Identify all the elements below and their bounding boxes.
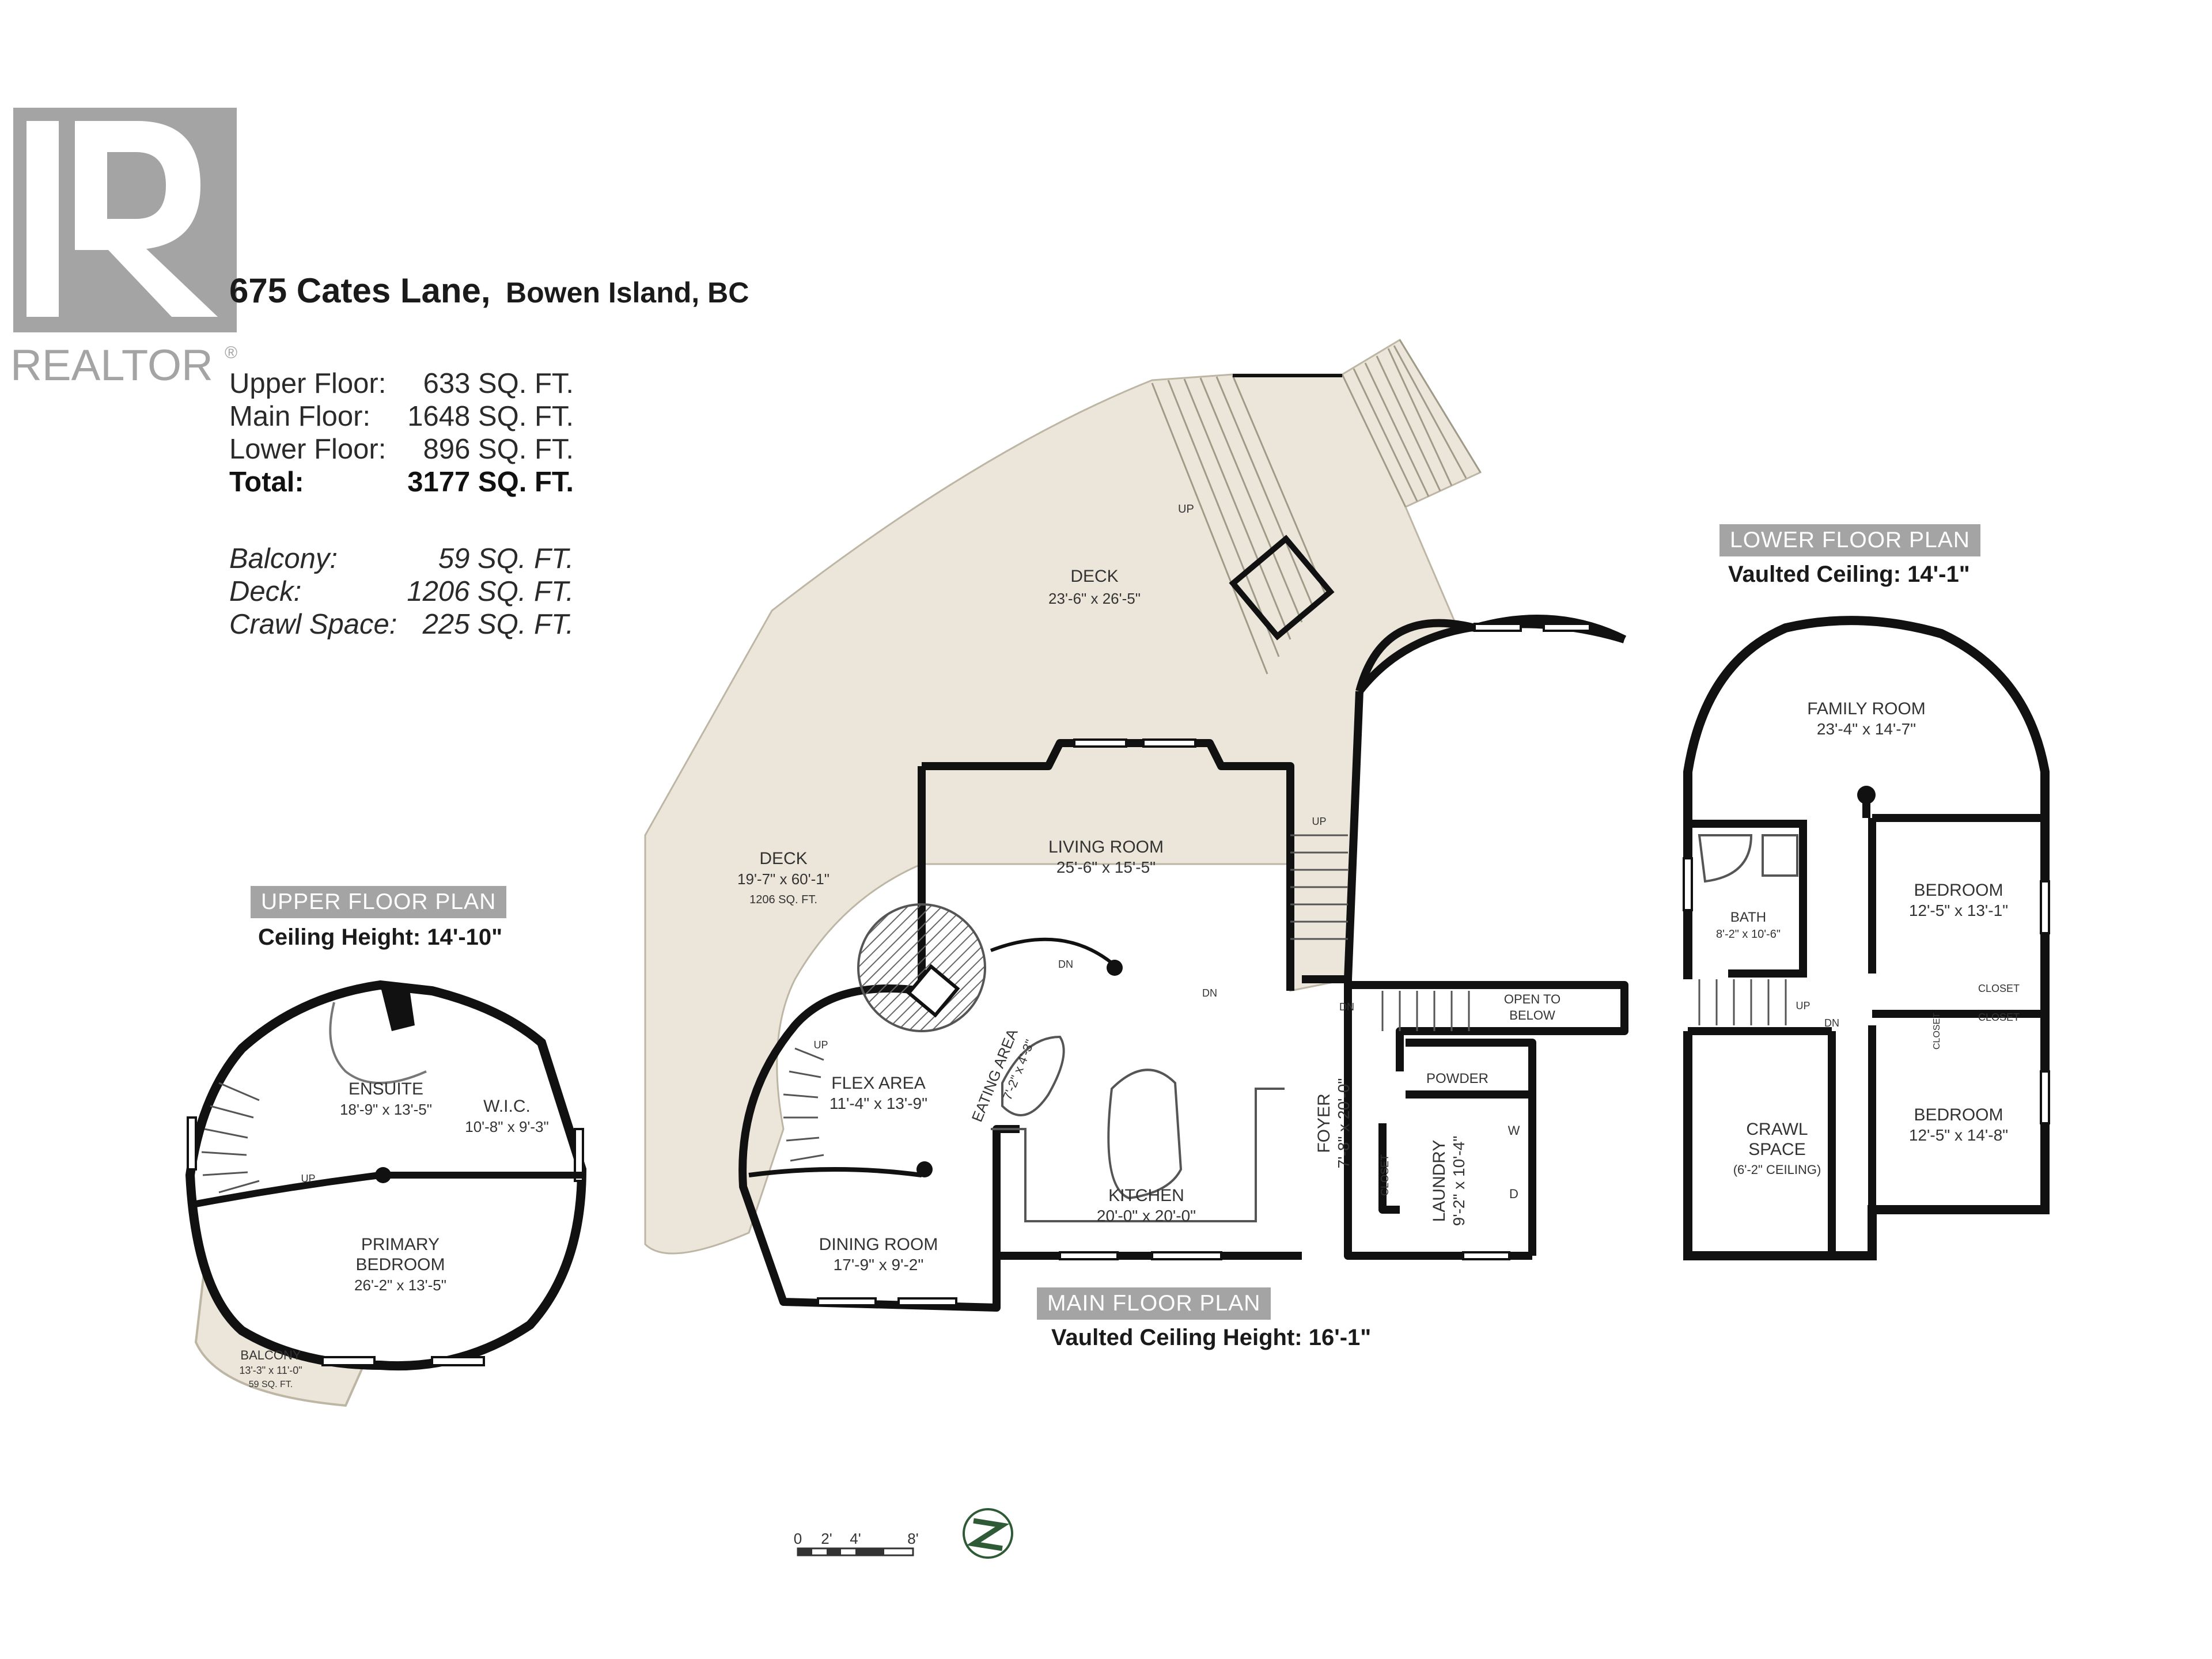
upper-stairs [201, 1082, 260, 1194]
primary-bedroom-name-1: PRIMARY [361, 1235, 440, 1254]
main-closet-name: CLOSET [1379, 1154, 1391, 1196]
stat-lower: Lower Floor:896 SQ. FT. [229, 434, 574, 465]
svg-text:UP: UP [1178, 503, 1194, 516]
svg-text:DN: DN [1058, 959, 1073, 970]
deck-left-name: DECK [759, 849, 807, 868]
lower-closet-3: CLOSET [1932, 1013, 1942, 1050]
crawl-space-name-2: SPACE [1748, 1140, 1805, 1159]
stat-balcony: Balcony:59 SQ. FT. [229, 543, 574, 574]
kitchen-dims: 20'-0" x 20'-0" [1097, 1207, 1196, 1225]
svg-text:UP: UP [1312, 816, 1326, 827]
flex-area-name: FLEX AREA [831, 1074, 925, 1093]
stat-total: Total:3177 SQ. FT. [229, 467, 574, 498]
address-street: 675 Cates Lane, [229, 271, 491, 310]
svg-text:2': 2' [821, 1530, 832, 1547]
crawl-space-name-1: CRAWL [1746, 1120, 1808, 1139]
realtor-logo: REALTOR ® [10, 108, 237, 390]
living-room-dims: 25'-6" x 15'-5" [1056, 858, 1156, 876]
lower-closet-1: CLOSET [1978, 983, 2020, 994]
address-city: Bowen Island, BC [506, 276, 749, 309]
svg-text:DN: DN [1339, 1001, 1354, 1013]
foyer-dims: 7'-8" x 20'-0" [1335, 1078, 1353, 1169]
svg-text:UP: UP [1796, 1000, 1810, 1012]
svg-text:UP: UP [813, 1039, 828, 1051]
wic-dims: 10'-8" x 9'-3" [465, 1118, 548, 1135]
balcony-area-label: 59 SQ. FT. [249, 1380, 293, 1389]
crawl-space-note: (6'-2" CEILING) [1733, 1162, 1821, 1177]
washer-label: W [1508, 1123, 1520, 1138]
flex-area-dims: 11'-4" x 13'-9" [830, 1094, 927, 1112]
main-floor-banner: MAIN FLOOR PLAN [1037, 1287, 1271, 1320]
deck-stairs [1151, 339, 1482, 675]
ensuite-dims: 18'-9" x 13'-5" [340, 1101, 432, 1118]
svg-text:DN: DN [1824, 1017, 1839, 1029]
living-room-name: LIVING ROOM [1048, 838, 1164, 857]
svg-text:®: ® [225, 343, 237, 362]
deck-left-dims: 19'-7" x 60'-1" [737, 870, 830, 888]
spiral-stair-core [857, 903, 986, 1032]
stat-deck: Deck:1206 SQ. FT. [229, 576, 574, 607]
upper-floor-banner: UPPER FLOOR PLAN [251, 886, 507, 918]
svg-text:UP: UP [301, 1173, 315, 1184]
balcony-dims: 13'-3" x 11'-0" [239, 1365, 302, 1376]
wic-name: W.I.C. [483, 1097, 531, 1116]
realtor-wordmark: REALTOR [10, 341, 213, 390]
deck-left-area: 1206 SQ. FT. [749, 893, 817, 906]
area-summary: Upper Floor:633 SQ. FT. Main Floor:1648 … [229, 368, 586, 641]
laundry-name: LAUNDRY [1430, 1140, 1449, 1222]
upper-ceiling-label: Ceiling Height: 14'-10" [258, 925, 503, 950]
lower-floor-walls [1683, 616, 2050, 1260]
balcony-name: BALCONY [240, 1348, 301, 1362]
foyer-name: FOYER [1315, 1093, 1334, 1153]
main-ceiling-label: Vaulted Ceiling Height: 16'-1" [1051, 1325, 1372, 1350]
ensuite-name: ENSUITE [349, 1080, 423, 1099]
laundry-dims: 9'-2" x 10'-4" [1450, 1136, 1468, 1226]
bedroom-2-dims: 12'-5" x 14'-8" [1909, 1126, 2008, 1144]
stat-crawl: Crawl Space:225 SQ. FT. [229, 609, 574, 640]
kitchen-name: KITCHEN [1108, 1186, 1184, 1205]
bath-name: BATH [1730, 910, 1766, 925]
primary-bedroom-dims: 26'-2" x 13'-5" [354, 1277, 446, 1294]
powder-name: POWDER [1426, 1071, 1488, 1086]
dining-room-name: DINING ROOM [819, 1235, 938, 1254]
dryer-label: D [1509, 1187, 1518, 1201]
deck-top-name: DECK [1070, 567, 1118, 586]
lower-closet-2: CLOSET [1978, 1012, 2020, 1023]
svg-text:8': 8' [907, 1530, 918, 1547]
north-arrow-icon [963, 1508, 1013, 1559]
open-to-below-1: OPEN TO [1504, 992, 1560, 1006]
dining-room-dims: 17'-9" x 9'-2" [834, 1256, 924, 1274]
scale-bar: 0 2' 4' 8' [794, 1530, 919, 1556]
family-room-dims: 23'-4" x 14'-7" [1817, 720, 1916, 738]
open-to-below-2: BELOW [1509, 1008, 1555, 1022]
windows [817, 623, 1591, 1306]
family-room-name: FAMILY ROOM [1807, 699, 1926, 718]
kitchen-island [1107, 1069, 1183, 1200]
svg-text:DN: DN [1202, 987, 1217, 999]
svg-text:4': 4' [850, 1530, 861, 1547]
lower-floor-banner: LOWER FLOOR PLAN [1719, 524, 1980, 556]
bedroom-1-dims: 12'-5" x 13'-1" [1909, 902, 2008, 919]
stat-upper: Upper Floor:633 SQ. FT. [229, 368, 574, 399]
bath-dims: 8'-2" x 10'-6" [1716, 928, 1781, 941]
svg-text:0: 0 [794, 1530, 802, 1547]
deck-hot-tub [1229, 535, 1335, 641]
primary-bedroom-name-2: BEDROOM [355, 1255, 445, 1274]
main-stairs [783, 834, 1470, 1162]
deck-top-dims: 23'-6" x 26'-5" [1048, 590, 1141, 607]
property-address: 675 Cates Lane, Bowen Island, BC [229, 271, 749, 310]
bedroom-2-name: BEDROOM [1914, 1105, 2003, 1124]
stat-main: Main Floor:1648 SQ. FT. [229, 401, 574, 432]
bedroom-1-name: BEDROOM [1914, 881, 2003, 900]
lower-ceiling-label: Vaulted Ceiling: 14'-1" [1728, 562, 1970, 587]
